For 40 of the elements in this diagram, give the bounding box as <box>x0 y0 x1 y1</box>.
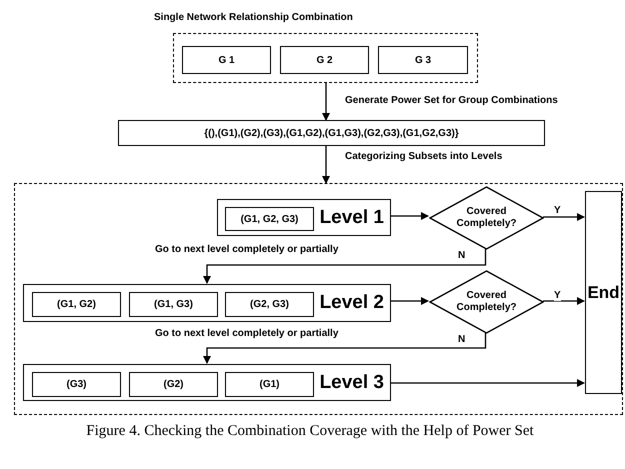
note-text: Go to next level completely or partially <box>155 329 338 339</box>
group-title: Single Network Relationship Combination <box>154 11 353 25</box>
arrow <box>203 333 486 364</box>
figure-caption: Figure 4. Checking the Combination Coverage with the Help of Power Set <box>85 422 535 440</box>
arrow <box>203 249 486 284</box>
level-box <box>23 284 391 322</box>
set-box: (G1) <box>225 372 314 397</box>
arrow <box>543 297 585 305</box>
level-title: Level 2 <box>320 290 384 315</box>
set-box: (G3) <box>32 372 121 397</box>
end-box: End <box>585 191 622 394</box>
set-box: G 3 <box>378 46 468 74</box>
level-title: Level 3 <box>320 370 384 394</box>
edge-label: N <box>458 251 466 261</box>
set-box: (G1, G2) <box>32 292 121 317</box>
edge-label: Categorizing Subsets into Levels <box>345 152 502 162</box>
level-box <box>217 199 391 236</box>
edge-label: Y <box>554 291 561 301</box>
level-box <box>23 364 391 401</box>
arrow <box>322 146 330 184</box>
arrow <box>322 83 330 121</box>
note-text: Go to next level completely or partially <box>155 245 338 255</box>
decision-text: Covered Completely? <box>455 290 518 314</box>
arrow <box>543 213 585 221</box>
level-title: Level 1 <box>320 205 384 230</box>
edge-label: Generate Power Set for Group Combinations <box>345 96 558 106</box>
arrow <box>390 379 585 387</box>
set-box: G 1 <box>182 46 271 74</box>
set-box: (G2) <box>129 372 218 397</box>
set-box: (G2, G3) <box>225 292 314 317</box>
set-box: G 2 <box>280 46 369 74</box>
set-box: {(),(G1),(G2),(G3),(G1,G2),(G1,G3),(G2,G3),(G1,G2,G3)} <box>118 120 545 146</box>
edge-label: Y <box>554 206 561 216</box>
edge-label: N <box>458 335 466 345</box>
set-box: (G1, G3) <box>129 292 218 317</box>
group-frame <box>14 183 623 415</box>
arrow <box>390 212 429 220</box>
arrow <box>390 297 429 305</box>
set-box: (G1, G2, G3) <box>225 207 314 231</box>
decision-text: Covered Completely? <box>455 206 518 230</box>
